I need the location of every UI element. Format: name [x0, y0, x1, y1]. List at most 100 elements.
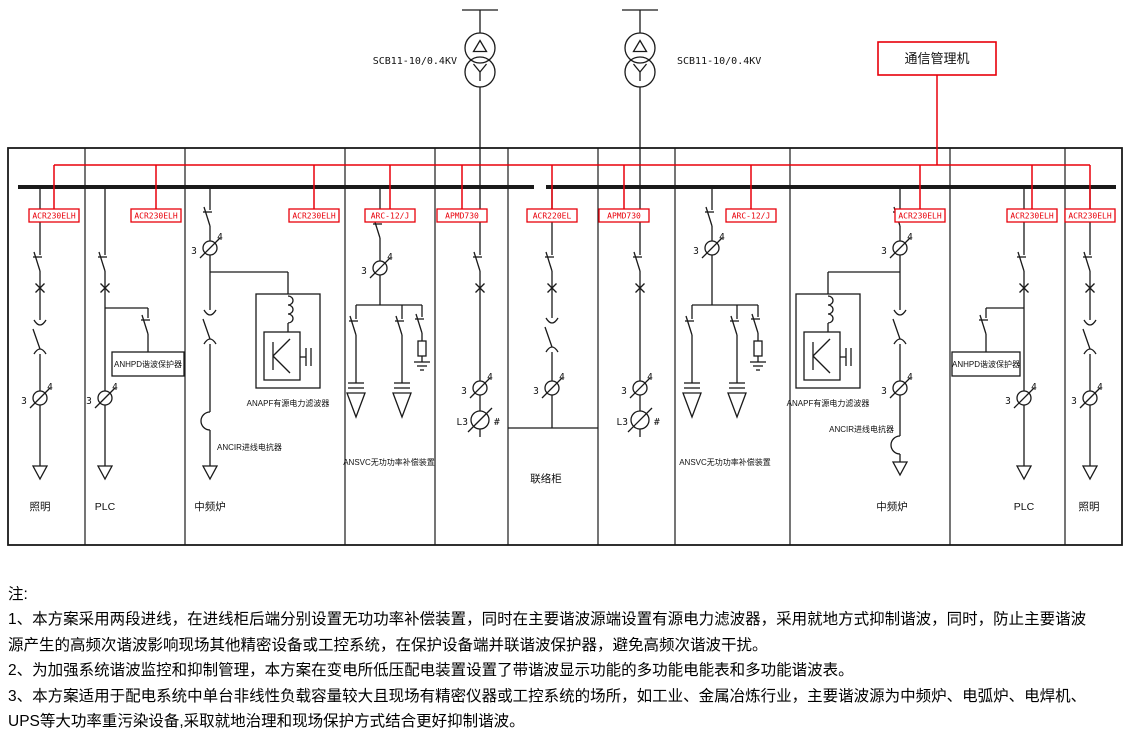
meter-box	[725, 208, 777, 223]
outgoing-arrow-icon	[97, 465, 113, 480]
panel-8-svc: 3 4 ANSVC无功功率补偿装置	[679, 187, 771, 467]
capacitor-branch-icon	[392, 304, 412, 418]
cabinet-outline	[7, 147, 1123, 546]
isolator-icon	[32, 251, 43, 272]
capacitor-branch-icon	[682, 304, 702, 418]
meter-box	[288, 208, 340, 223]
note-line: 3、本方案适用于配电系统中单台非线性负载容量较大且现场有精密仪器或工控系统的场所…	[8, 687, 1087, 705]
panel-7-incoming-right: 3 4 L3 #	[617, 187, 660, 437]
panel-4-svc: 3 4 ANSVC无功功率补偿装置	[343, 187, 435, 467]
panel-6-tie: 3 4 联络柜	[508, 187, 598, 485]
single-line-diagram: SCB11-10/0.4KV SCB11-10/0.4KV 3 4 照明 ANH…	[7, 9, 1123, 546]
load-label-plc: PLC	[95, 501, 116, 513]
meter-box	[894, 208, 946, 223]
load-label-lighting: 照明	[30, 501, 51, 513]
drawout-breaker-icon	[202, 309, 217, 345]
ct-mark: 3	[86, 396, 92, 407]
outgoing-arrow-icon	[1082, 465, 1098, 480]
note-line: UPS等大功率重污染设备,采取就地治理和现场保护方式结合更好抑制谐波。	[8, 713, 525, 731]
capacitor-branch-icon	[346, 304, 366, 418]
line-reactor-icon	[890, 435, 901, 455]
ct-mark: 3	[621, 386, 627, 397]
drawout-breaker-icon	[892, 309, 907, 345]
capacitor-branch-icon	[727, 304, 747, 418]
meter-box	[130, 208, 182, 223]
ct-mark: 3	[361, 266, 367, 277]
ct-mark: 4	[112, 382, 118, 393]
l3-label: L3	[617, 417, 628, 428]
meter-box	[1006, 208, 1058, 223]
ancir-label: ANCIR进线电抗器	[829, 424, 894, 434]
ct-mark: 4	[907, 232, 913, 243]
meter-box	[1064, 208, 1116, 223]
panel-2-plc: ANHPD谐波保护器 3 4 PLC	[86, 187, 185, 513]
drawout-breaker-icon	[32, 319, 47, 355]
notes-section: 注: 1、本方案采用两段进线，在进线柜后端分别设置无功功率补偿装置，同时在主要谐…	[8, 582, 1126, 732]
ct-mark: 4	[559, 372, 565, 383]
panel-3-furnace: 3 4 ANAPF有源电力滤波器 ANCIR进线电抗器 中频炉	[191, 187, 329, 513]
anhpd-box	[111, 351, 185, 377]
anapf-label: ANAPF有源电力滤波器	[787, 398, 870, 408]
outgoing-arrow-icon	[202, 465, 218, 480]
panel-10-plc: ANHPD谐波保护器 3 4 PLC	[951, 187, 1037, 513]
comm-network	[53, 75, 1091, 209]
anapf-label: ANAPF有源电力滤波器	[247, 398, 330, 408]
ct-mark: 4	[907, 372, 913, 383]
note-line: 2、为加强系统谐波监控和抑制管理，本方案在变电所低压配电装置设置了带谐波显示功能…	[8, 662, 854, 680]
panel-1-lighting: 3 4 照明	[21, 187, 53, 513]
meter-ct-icon	[467, 407, 493, 433]
ct-mark: 4	[217, 232, 223, 243]
panel-11-lighting: 3 4 照明	[1071, 187, 1103, 513]
isolator-icon	[632, 251, 643, 272]
surge-arrester-icon	[413, 304, 431, 371]
ct-mark: 3	[461, 386, 467, 397]
anapf-filter-box	[795, 293, 861, 389]
switchgear-enclosure	[7, 147, 1123, 546]
ct-mark: 3	[191, 246, 197, 257]
surge-arrester-icon	[749, 304, 767, 371]
tie-cabinet-label: 联络柜	[530, 472, 562, 485]
hash-mark: #	[654, 417, 660, 428]
ct-mark: 4	[47, 382, 53, 393]
meter-label: ARC-12/J	[732, 212, 771, 221]
panel-5-incoming-left: 3 4 L3 #	[457, 187, 500, 437]
note-line: 1、本方案采用两段进线，在进线柜后端分别设置无功功率补偿装置，同时在主要谐波源端…	[8, 611, 1087, 629]
meter-ct-icon	[627, 407, 653, 433]
meter-box	[364, 208, 416, 223]
note-line: 注:	[8, 586, 28, 603]
anhpd-label: ANHPD谐波保护器	[952, 359, 1020, 369]
ct-mark: 3	[881, 386, 887, 397]
anapf-filter-box	[255, 293, 321, 389]
isolator-icon	[978, 314, 989, 335]
ct-mark: 4	[487, 372, 493, 383]
meter-box	[526, 208, 578, 223]
ansvc-label: ANSVC无功功率补偿装置	[679, 457, 771, 467]
comm-manager-box	[877, 41, 997, 76]
transformer-label-left: SCB11-10/0.4KV	[373, 56, 457, 67]
load-label-furnace: 中频炉	[876, 500, 908, 513]
drawout-breaker-icon	[544, 317, 559, 353]
ct-mark: 3	[21, 396, 27, 407]
ancir-label: ANCIR进线电抗器	[217, 442, 282, 452]
load-label-lighting: 照明	[1079, 501, 1100, 513]
transformer-label-right: SCB11-10/0.4KV	[677, 56, 761, 67]
outgoing-arrow-icon	[892, 461, 908, 476]
meter-label: APMD730	[607, 212, 641, 221]
isolator-icon	[704, 206, 715, 227]
anhpd-box	[951, 351, 1021, 377]
line-reactor-icon	[200, 411, 211, 431]
transformer-symbol-right	[621, 9, 659, 188]
comm-manager-label: 通信管理机	[904, 51, 969, 66]
l3-label: L3	[457, 417, 468, 428]
meter-box	[436, 208, 488, 223]
meter-label: ACR230ELH	[292, 212, 336, 221]
hash-mark: #	[494, 417, 500, 428]
outgoing-arrow-icon	[32, 465, 48, 480]
load-label-plc: PLC	[1014, 501, 1035, 513]
meter-label: ARC-12/J	[371, 212, 410, 221]
ct-mark: 3	[881, 246, 887, 257]
ct-mark: 4	[1097, 382, 1103, 393]
note-line: 源产生的高频次谐波影响现场其他精密设备或工控系统，在保护设备端并联谐波保护器，避…	[8, 636, 768, 654]
meter-label: ACR220EL	[533, 212, 572, 221]
meter-label: ACR230ELH	[1010, 212, 1054, 221]
